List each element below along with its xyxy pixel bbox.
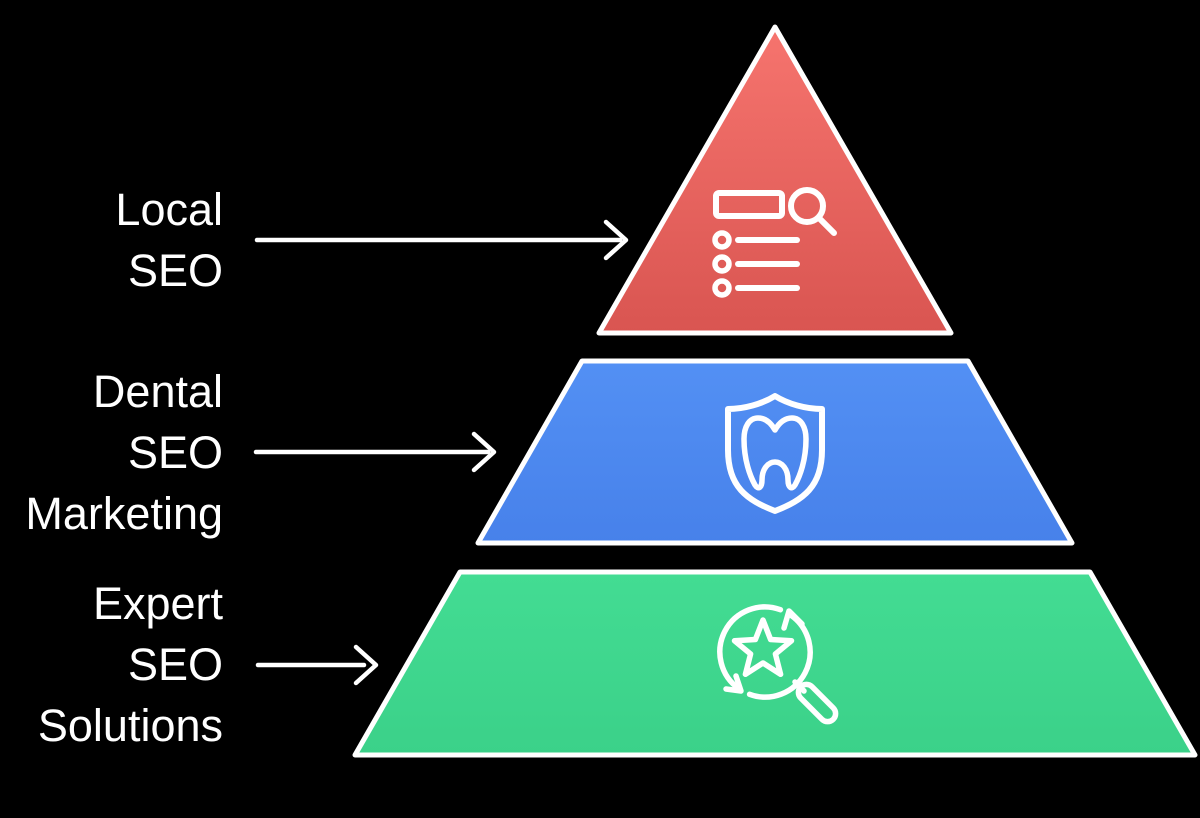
label-expert-seo-solutions: Expert SEO Solutions bbox=[38, 573, 223, 756]
label-line: SEO bbox=[127, 245, 223, 296]
tier-middle-dental-seo-marketing bbox=[475, 358, 1075, 546]
label-line: Solutions bbox=[37, 700, 223, 751]
label-local-seo: Local SEO bbox=[115, 179, 223, 301]
tier-top-local-seo bbox=[596, 24, 954, 336]
dental-shield-tooth-icon bbox=[725, 393, 825, 514]
star-search-refresh-icon bbox=[717, 604, 839, 725]
label-arrows bbox=[253, 219, 629, 686]
search-results-list-icon bbox=[712, 187, 837, 298]
arrow-dental-seo-marketing bbox=[253, 431, 497, 473]
label-line: Marketing bbox=[25, 488, 223, 539]
label-line: SEO bbox=[127, 639, 223, 690]
label-dental-seo-marketing: Dental SEO Marketing bbox=[25, 361, 223, 544]
label-line: Local bbox=[115, 184, 223, 235]
arrow-local-seo bbox=[254, 219, 629, 261]
label-line: Expert bbox=[92, 578, 223, 629]
label-line: SEO bbox=[127, 427, 223, 478]
label-line: Dental bbox=[92, 366, 223, 417]
arrow-expert-seo-solutions bbox=[255, 644, 379, 686]
